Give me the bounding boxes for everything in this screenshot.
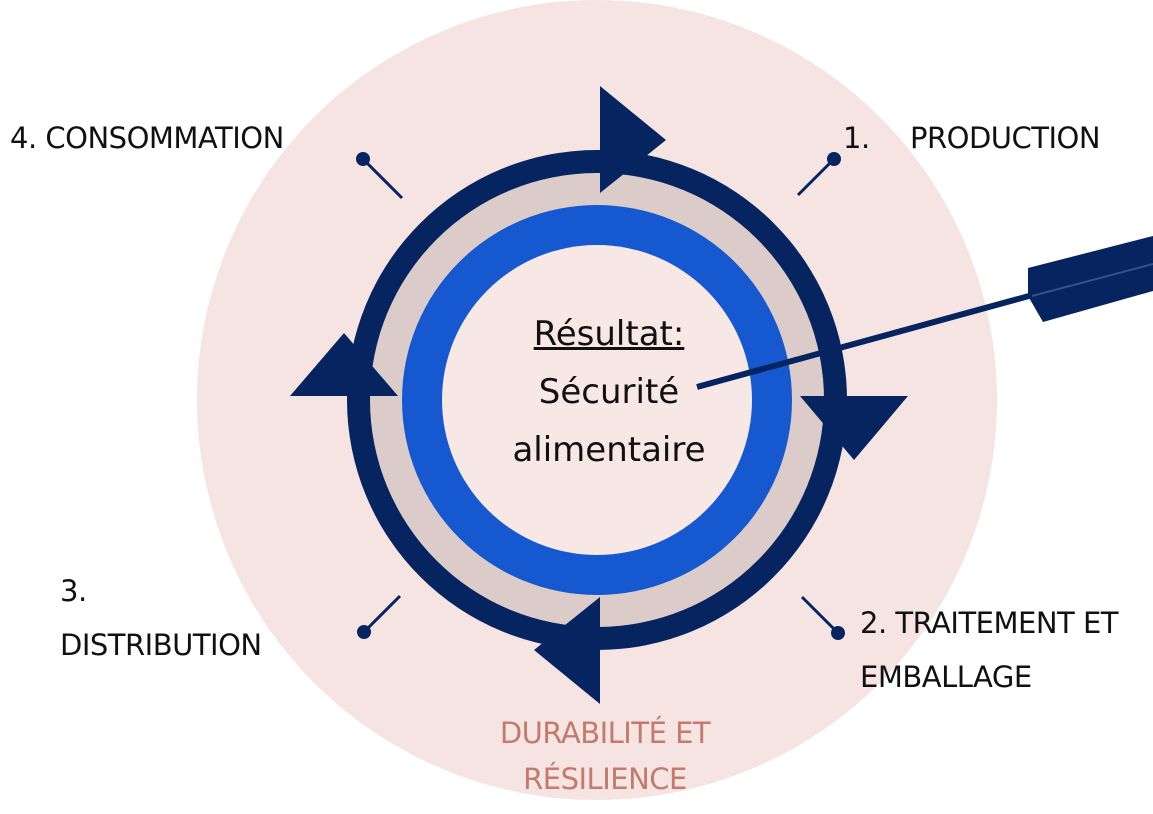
center-line-2: alimentaire [512,430,706,470]
arrow-left-icon [290,333,398,396]
center-result: Résultat: Sécurité alimentaire [449,305,769,479]
stage-label-production: PRODUCTION [910,121,1101,155]
arrow-top-icon [600,86,666,193]
connector-dot-icon [357,625,371,639]
center-core [442,245,752,555]
footer-line-1: DURABILITÉ ET [499,716,711,750]
stage-label-processing-line2: EMBALLAGE [860,660,1032,694]
connector-dot-icon [831,626,845,640]
connector-dot-icon [356,152,370,166]
arrow-right-icon [800,396,908,460]
connector-processing [800,595,845,640]
stage-label-processing-line1: 2. TRAITEMENT ET [860,606,1119,640]
connector-dot-icon [827,152,841,166]
footer-caption: DURABILITÉ ET RÉSILIENCE [455,710,755,802]
dart-icon [696,236,1153,390]
footer-line-2: RÉSILIENCE [523,762,687,796]
center-title: Résultat: [533,314,685,354]
stage-number-production: 1. [843,121,870,155]
stage-label-consumption: 4. CONSOMMATION [10,121,284,155]
connector-consumption [356,152,404,200]
arrow-bottom-icon [534,597,600,704]
stage-label-distribution: DISTRIBUTION [60,628,262,662]
connector-distribution [357,594,402,639]
stage-number-distribution: 3. [60,574,87,608]
center-line-1: Sécurité [538,372,680,412]
connector-production [796,152,841,197]
